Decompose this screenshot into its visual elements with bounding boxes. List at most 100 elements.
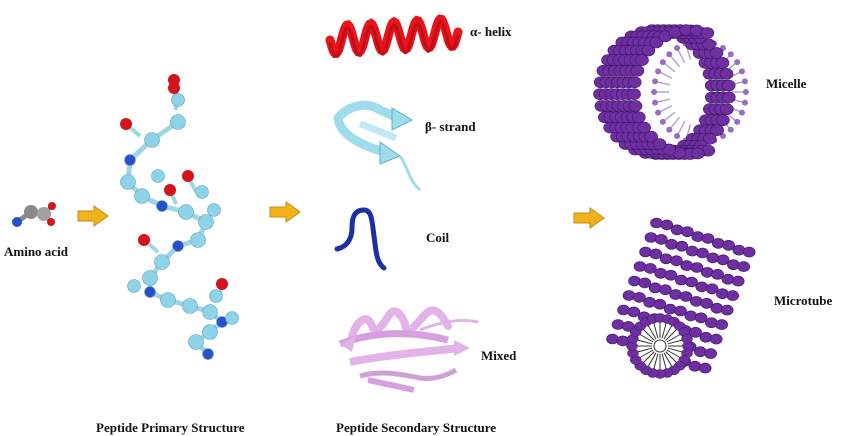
microtube-sphere (680, 260, 694, 271)
coil-ribbon (334, 207, 387, 271)
microtube-sphere (727, 259, 740, 271)
carbon-atom (198, 214, 214, 230)
right-arrow-icon (77, 205, 109, 227)
microtube-sphere (606, 333, 619, 345)
microtube-sphere (710, 302, 724, 314)
amino-carbon-atom (24, 205, 38, 219)
microtube-sphere (638, 277, 652, 289)
micelle-sphere (644, 130, 658, 143)
microtube-sphere (633, 261, 647, 272)
carbon-atom (190, 232, 206, 248)
microtube-sphere (617, 304, 630, 316)
microtube-sphere (689, 296, 703, 307)
microtube-sphere (654, 234, 668, 245)
microtube-sphere (650, 217, 663, 229)
micelle-sphere (709, 47, 724, 59)
micelle-sphere (720, 103, 734, 115)
mixed-ribbon (338, 306, 479, 393)
microtube-sphere (627, 306, 641, 318)
carbon-atom (202, 324, 218, 340)
carbon-atom (144, 132, 160, 148)
nitrogen-atom (202, 348, 214, 360)
microtube-assembly (606, 217, 756, 379)
alpha-helix-label: α- helix (470, 24, 512, 39)
secondary-structure-caption: Peptide Secondary Structure (336, 420, 496, 435)
microtube-sphere (706, 252, 720, 264)
microtube-sphere (709, 333, 723, 345)
microtube-sphere (726, 290, 740, 301)
micelle-sphere (632, 111, 646, 124)
micelle-sphere (715, 57, 730, 69)
microtube-sphere (695, 281, 709, 293)
microtube-sphere (664, 269, 678, 281)
microtube-sphere (644, 232, 658, 243)
nitrogen-atom (144, 286, 156, 298)
carbon-atom (171, 93, 185, 107)
microtube-sphere (681, 226, 694, 237)
microtube-sphere (742, 246, 756, 258)
carbon-atom (188, 334, 204, 350)
microtube-sphere (622, 290, 636, 301)
microtube-sphere (705, 283, 719, 295)
microtube-sphere (698, 362, 712, 374)
carbon-atom (207, 203, 221, 217)
microtube-sphere (669, 289, 683, 300)
nitrogen-atom (124, 154, 136, 166)
micelle-sphere (702, 132, 717, 145)
micelle-sphere (630, 64, 645, 77)
micelle-sphere (627, 88, 641, 100)
microtube-sphere (731, 275, 745, 287)
microtube-sphere (665, 239, 678, 250)
micelle-sphere (700, 27, 715, 39)
oxygen-atom (216, 278, 228, 290)
microtube-sphere (722, 240, 735, 251)
microtube-sphere (654, 267, 667, 279)
micelle-label: Micelle (766, 76, 807, 91)
micelle-sphere (652, 138, 667, 150)
amino-acid-label: Amino acid (4, 244, 69, 259)
mixed-label: Mixed (481, 348, 517, 363)
micelle-sphere (690, 147, 705, 160)
micelle-sphere (627, 76, 642, 89)
micelle-sphere (702, 38, 716, 51)
primary-structure-caption: Peptide Primary Structure (96, 420, 245, 435)
microtube-sphere (659, 253, 673, 265)
micelle-sphere (719, 68, 734, 80)
amino-acid-molecule (12, 202, 56, 227)
microtube-sphere (660, 219, 674, 231)
carbon-atom (120, 174, 136, 190)
microtube-sphere (700, 267, 714, 278)
carbon-atom (134, 188, 150, 204)
microtube-sphere (704, 348, 718, 359)
microtube-sphere (711, 268, 724, 280)
micelle-sphere (641, 44, 656, 57)
micelle-sphere (662, 143, 676, 156)
carbon-atom (127, 279, 141, 293)
strand-ribbon (333, 100, 422, 192)
amino-nitrogen-atom (12, 217, 22, 227)
microtube-sphere (621, 321, 635, 332)
oxygen-atom (138, 234, 150, 246)
helix-ribbon (325, 14, 463, 58)
microtube-sphere (716, 254, 730, 266)
microtube-sphere (705, 317, 718, 329)
microtube-label: Microtube (774, 293, 832, 308)
right-arrow-icon (573, 207, 605, 229)
amino-oxygen-atom (48, 202, 56, 210)
microtube-sphere (649, 248, 663, 260)
primary-structure-molecule (120, 74, 239, 360)
microtube-sphere (715, 319, 729, 330)
microtube-sphere (711, 238, 725, 249)
right-arrow-icon (269, 201, 301, 223)
microtube-sphere (648, 282, 662, 294)
oxygen-atom (120, 118, 132, 130)
microtube-sphere (737, 261, 751, 272)
microtube-sphere (611, 319, 625, 330)
carbon-atom (160, 292, 176, 308)
microtube-sphere (681, 334, 693, 344)
microtube-sphere (674, 274, 688, 286)
microtube-sphere (732, 244, 746, 256)
microtube-sphere (659, 284, 672, 296)
microtube-sphere (700, 297, 713, 309)
